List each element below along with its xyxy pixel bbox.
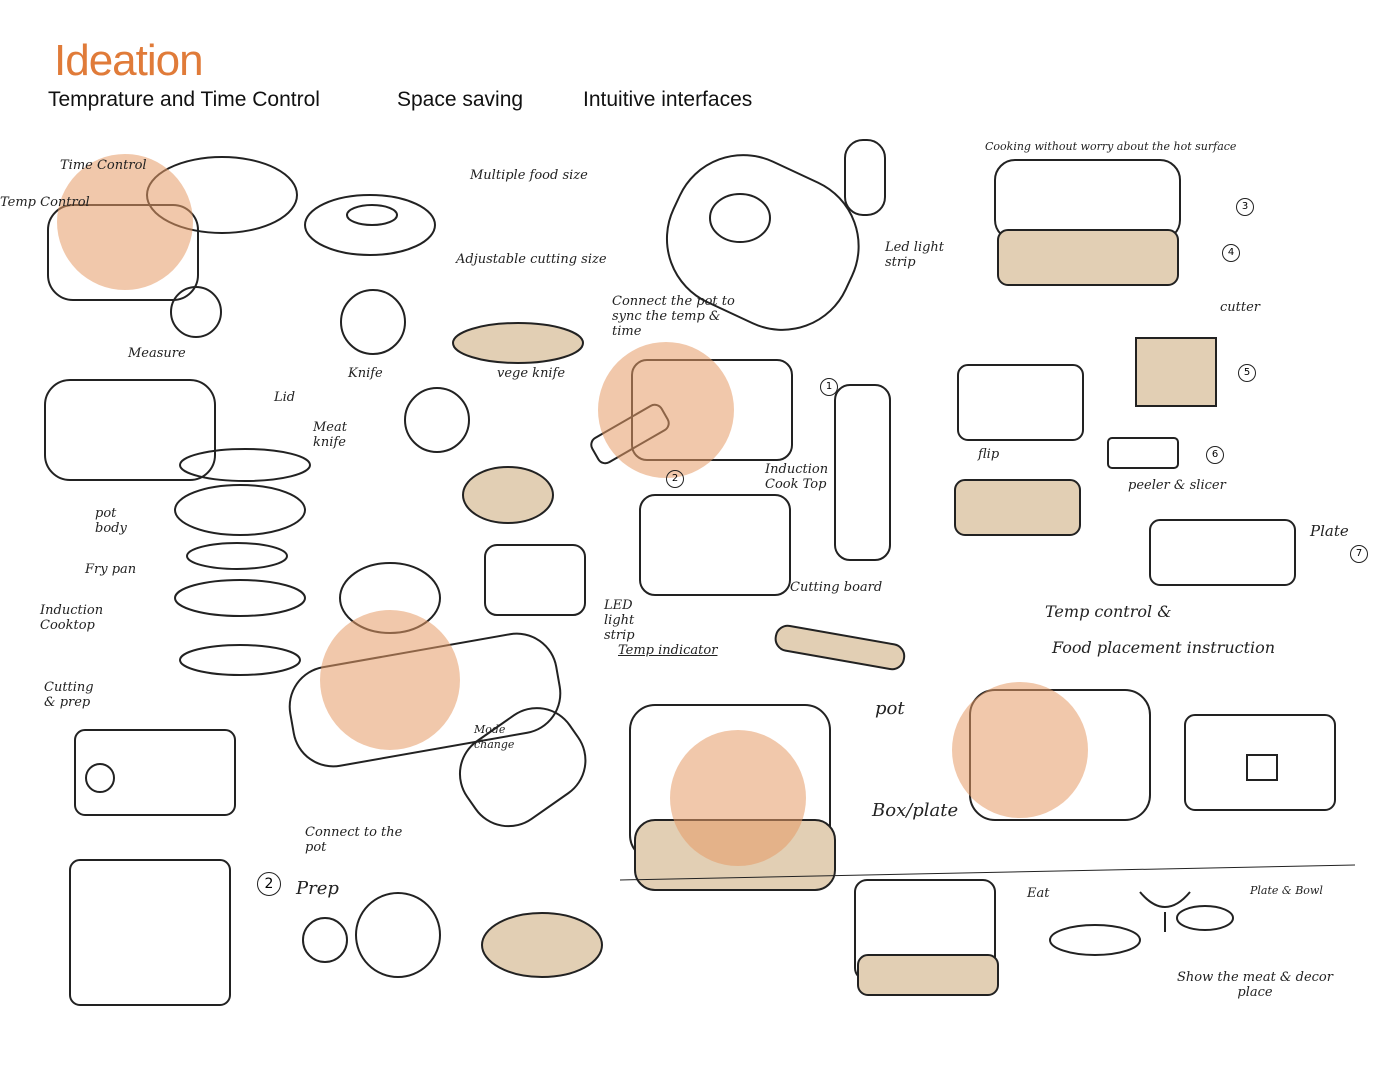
annotation: Plate — [1310, 522, 1349, 540]
sketch-plate-tray — [1149, 519, 1296, 586]
annotation: pot — [875, 698, 905, 719]
sketch-square-bowl — [484, 544, 586, 616]
annotation: LED light strip — [604, 598, 635, 643]
callout-number: 6 — [1206, 446, 1224, 464]
sketch-dinner-plate — [1049, 924, 1141, 956]
annotation: Eat — [1027, 886, 1050, 901]
sketch-round-plate — [355, 892, 441, 978]
annotation: Cutting board — [790, 580, 883, 595]
annotation: Fry pan — [85, 562, 137, 577]
sketch-light-strip — [844, 139, 886, 216]
callout-number: 4 — [1222, 244, 1240, 262]
sketch-lid — [179, 448, 311, 482]
annotation: Multiple food size — [470, 168, 588, 183]
annotation: Temp Control — [0, 195, 90, 210]
sketch-measure-cup — [170, 286, 222, 338]
sketch-peeler — [1107, 437, 1179, 469]
highlight-circle — [952, 682, 1088, 818]
annotation: cutter — [1220, 300, 1261, 315]
sketch-peeler-disc — [302, 917, 348, 963]
highlight-circle — [670, 730, 806, 866]
callout-number: 2 — [257, 872, 281, 896]
sketch-device-top — [665, 154, 860, 331]
annotation: Prep — [296, 878, 339, 899]
annotation: Show the meat & decor place — [1177, 970, 1333, 1000]
annotation: Plate & Bowl — [1250, 884, 1323, 897]
sketch-pot-body — [174, 484, 306, 536]
annotation: Box/plate — [872, 800, 959, 821]
annotation: peeler & slicer — [1128, 478, 1226, 493]
sketch-round-pot — [462, 466, 554, 524]
sketch-wood-tray — [452, 322, 584, 364]
sketch-box-lid — [994, 159, 1181, 241]
annotation: Led light strip — [885, 240, 945, 270]
sketch-pot-front — [1184, 714, 1336, 811]
annotation: Time Control — [60, 158, 147, 173]
highlight-circle — [320, 610, 460, 750]
highlight-circle — [57, 154, 193, 290]
callout-number: 7 — [1350, 545, 1368, 563]
callout-number: 2 — [666, 470, 684, 488]
sketch-tray — [957, 364, 1084, 441]
annotation: Measure — [128, 346, 186, 361]
sketch-rectangular-box — [69, 859, 231, 1006]
sketch-cutter — [1135, 337, 1217, 407]
category-space-saving: Space saving — [397, 88, 524, 111]
callout-number: 3 — [1236, 198, 1254, 216]
annotation: Cutting & prep — [44, 680, 94, 710]
annotation: Temp control & — [1045, 602, 1172, 621]
annotation: pot body — [95, 506, 127, 536]
annotation: Connect to the pot — [305, 825, 403, 855]
sketch-prep-board — [74, 729, 236, 816]
annotation: Connect the pot to sync the temp & time — [612, 294, 735, 339]
sketch-knife-disc — [340, 289, 406, 355]
sketch-spoon — [774, 624, 906, 671]
annotation: Lid — [274, 390, 296, 405]
annotation: Temp indicator — [618, 643, 718, 658]
category-temp-time: Temprature and Time Control — [48, 88, 320, 111]
sketch-cooktop — [174, 579, 306, 617]
sketch-glass — [1139, 891, 1191, 932]
sketch-flip-box — [954, 479, 1081, 536]
annotation: Adjustable cutting size — [456, 252, 607, 267]
sketch-meat-knife — [404, 387, 470, 453]
sketch-bowl-small — [1176, 905, 1234, 931]
highlight-circle — [598, 342, 734, 478]
page-title: Ideation — [54, 36, 204, 85]
sketch-wood-base — [481, 912, 603, 978]
annotation: Knife — [348, 366, 383, 381]
sketch-cooker-alt — [44, 379, 216, 481]
sketch-fry-pan — [186, 542, 288, 570]
sketch-mode-device — [458, 707, 587, 828]
sketch-slicer — [304, 194, 436, 256]
category-intuitive: Intuitive interfaces — [583, 88, 753, 111]
annotation: flip — [978, 447, 1000, 462]
annotation: Cooking without worry about the hot surf… — [985, 140, 1237, 153]
annotation: Induction Cook Top — [765, 462, 829, 492]
annotation: Mode change — [474, 723, 515, 751]
sketch-induction-cooktop — [639, 494, 791, 596]
annotation: Meat knife — [313, 420, 347, 450]
callout-number: 5 — [1238, 364, 1256, 382]
annotation: Induction Cooktop — [40, 603, 104, 633]
sketch-board — [179, 644, 301, 676]
annotation: Food placement instruction — [1052, 638, 1276, 657]
callout-number: 1 — [820, 378, 838, 396]
sketch-led-tower — [834, 384, 891, 561]
annotation: vege knife — [497, 366, 566, 381]
